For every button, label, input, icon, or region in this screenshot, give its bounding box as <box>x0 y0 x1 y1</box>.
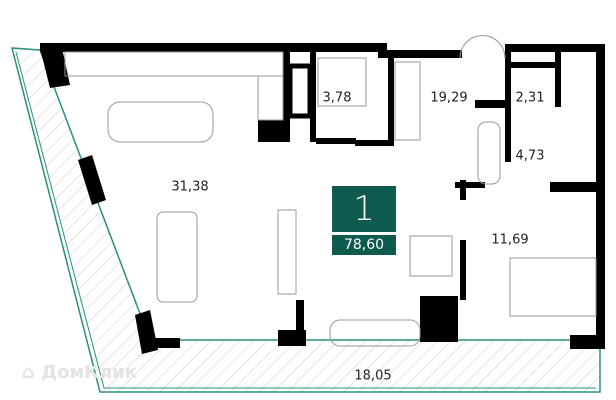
room-area-storage: 2,31 <box>515 90 545 106</box>
walls <box>40 43 605 354</box>
watermark-logo: ⌂ ДомКлик <box>22 362 137 383</box>
rooms-count: 1 <box>332 186 396 232</box>
apartment-badge: 1 78,60 <box>332 186 396 255</box>
desk <box>409 235 453 277</box>
room-area-bathroom: 3,78 <box>322 90 352 106</box>
balcony-table <box>329 319 421 347</box>
room-area-living-kitchen: 31,38 <box>171 179 209 195</box>
room-area-bedroom: 11,69 <box>491 232 529 248</box>
total-area: 78,60 <box>332 235 396 255</box>
tv-stand <box>277 209 297 295</box>
room-area-balcony: 18,05 <box>354 368 392 384</box>
shower <box>317 57 367 107</box>
furniture <box>64 35 597 347</box>
sofa <box>156 211 198 303</box>
wardrobe <box>394 61 421 141</box>
stove <box>257 75 284 121</box>
bathtub <box>477 121 501 185</box>
bed <box>509 257 597 317</box>
kitchen-counter <box>64 51 284 77</box>
room-area-bathroom-2: 4,73 <box>515 148 545 164</box>
entrance-door-arc <box>459 35 506 59</box>
dining-table <box>107 101 214 143</box>
room-area-hall: 19,29 <box>430 90 468 106</box>
